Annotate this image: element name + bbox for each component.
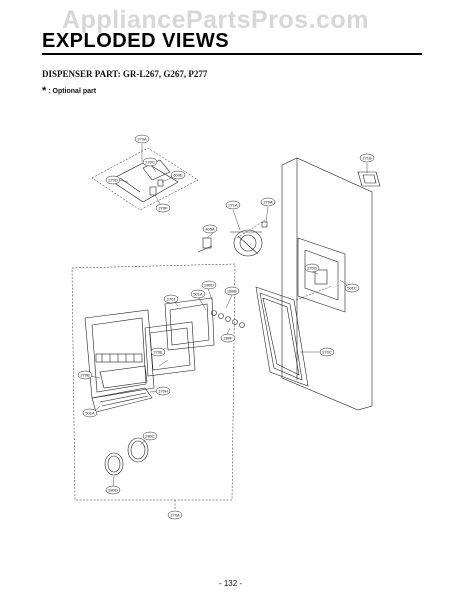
callout-270h: 270H [155,386,171,396]
callout-270a-label: 270A [137,137,147,142]
callout-270j: 270J [163,294,179,304]
callout-270e: 270E [150,347,166,357]
callout-270c-2-label: 270C [322,350,332,355]
page-title: EXPLODED VIEWS [42,30,230,52]
callout-280b-label: 280B [227,289,237,294]
callout-270e-label: 270E [153,350,163,355]
callout-270a-3-label: 270A [170,513,180,518]
callout-501c-label: 501C [347,286,357,291]
callout-270a-2-label: 270A [263,200,273,205]
callout-501c: 501C [344,283,360,293]
callout-280d: 280D [201,280,217,290]
callout-501a-2-label: 501A [85,411,95,416]
control-frame [144,297,245,377]
callout-271b-label: 271B [362,156,372,161]
callout-501a-2: 501A [82,408,98,418]
callout-501a: 501A [190,289,206,299]
callout-270b: 270B [77,370,93,380]
front-cover [84,309,155,399]
lever-housing-assembly [109,159,179,203]
callout-270a-3: 270A [167,510,183,520]
callout-280c-label: 280C [145,434,155,439]
callout-271a-label: 271A [228,203,238,208]
callout-270d-label: 270D [108,178,118,183]
door-panel [281,157,381,411]
callout-271b: 271B [359,153,375,163]
callout-280d-2: 280D [105,485,121,495]
callout-405a-label: 405A [205,227,215,232]
callout-270g-label: 270G [307,266,317,271]
callout-270f-label: 270F [158,206,168,211]
callout-280d-2-label: 280D [108,488,118,493]
gasket-frame [255,286,309,387]
ring-parts [104,437,149,476]
optional-note-text: : Optional part [48,88,97,95]
callout-280c: 280C [142,431,158,441]
callout-280f-label: 280F [223,336,233,341]
callout-271a: 271A [225,200,241,210]
callout-270a: 270A [134,134,150,144]
callout-600e-label: 600E [173,173,183,178]
optional-part-note: * : Optional part [42,85,96,97]
callout-270c: 270C [142,157,158,167]
page-number: - 132 - [218,579,243,588]
callout-270a-2: 270A [260,197,276,207]
callout-501a-label: 501A [193,292,203,297]
callout-280b: 280B [224,286,240,296]
dashed-guide-lines [71,147,333,510]
callout-280d-label: 280D [204,283,214,288]
watermark: AppliancePartsPros.com [62,6,369,34]
callout-280f: 280F [220,333,236,343]
leader-lines [85,144,368,487]
callout-270h-label: 270H [158,389,168,394]
callout-270g: 270G [304,263,320,273]
callout-270j-label: 270J [167,297,176,302]
title-rule [42,53,422,55]
callout-270f: 270F [155,203,171,213]
callout-270d: 270D [105,175,121,185]
callout-270b-label: 270B [80,373,90,378]
drip-tray [91,387,153,413]
optional-star: * [42,85,47,97]
section-subtitle: DISPENSER PART: GR-L267, G267, P277 [42,69,208,79]
callout-405a: 405A [202,224,218,234]
callout-270c-2: 270C [319,347,335,357]
callout-600e: 600E [170,170,186,180]
callout-270c-label: 270C [145,160,155,165]
